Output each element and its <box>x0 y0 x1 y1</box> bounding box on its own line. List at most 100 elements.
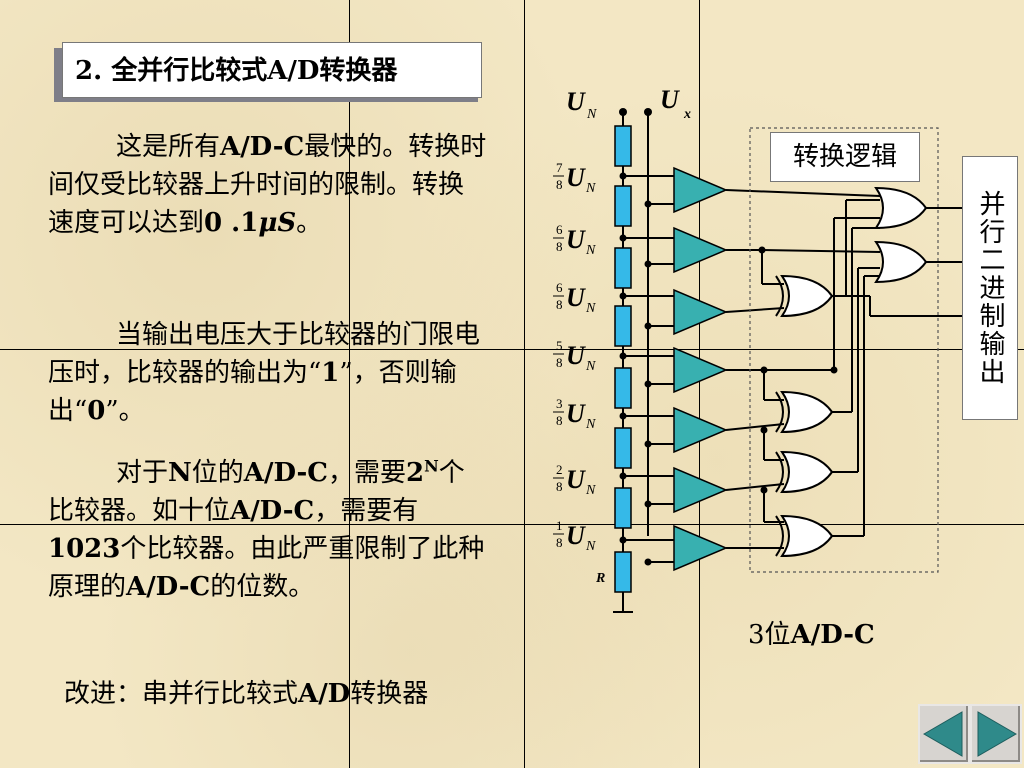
resistor <box>614 427 632 469</box>
xor-gate-2-curve <box>775 391 784 433</box>
slide-title: 2. 全并行比较式A/D转换器 <box>62 42 482 98</box>
junction-dot <box>619 172 627 180</box>
conversion-logic-label: 转换逻辑 <box>770 132 920 182</box>
paragraph-comparators: 对于N位的A/D-C，需要2N个比较器。如十位A/D-C，需要有1023个比较器… <box>48 456 485 602</box>
xor-gate-3-curve <box>775 451 784 493</box>
un-subscript: N <box>585 301 596 316</box>
un-subscript: N <box>585 243 596 258</box>
ux-terminal <box>644 108 652 116</box>
arrow-right-icon <box>977 711 1017 757</box>
junction-dot <box>760 486 768 494</box>
comparator <box>673 226 728 274</box>
junction-dot <box>644 260 652 268</box>
fraction-denominator: 8 <box>556 479 563 494</box>
xor-gate-4 <box>780 514 834 558</box>
wire <box>725 307 785 313</box>
resistor <box>614 185 632 227</box>
un-symbol: U <box>566 399 586 428</box>
fraction-numerator: 7 <box>556 160 563 175</box>
paragraph-output: 当输出电压大于比较器的门限电压时，比较器的输出为“1”，否则输出“0”。 <box>48 320 481 426</box>
xor-gate-1-curve <box>775 275 784 317</box>
xor-gate-2 <box>780 390 834 434</box>
arrow-left-icon <box>923 711 963 757</box>
comparator <box>673 346 728 394</box>
logic-boundary <box>749 127 939 573</box>
comparator <box>673 466 728 514</box>
guide-line-vertical <box>524 0 525 768</box>
fraction-denominator: 8 <box>556 355 563 370</box>
resistor <box>614 367 632 409</box>
fraction-denominator: 8 <box>556 297 563 312</box>
junction-dot <box>644 200 652 208</box>
comparator <box>673 406 728 454</box>
guide-line-vertical <box>699 0 700 768</box>
xor-gate-4-curve <box>775 515 784 557</box>
guide-line-horizontal <box>0 349 1024 350</box>
resistor <box>614 487 632 529</box>
fraction-numerator: 3 <box>556 396 563 411</box>
wire <box>725 189 881 197</box>
ux-symbol: U <box>660 85 680 114</box>
comparator <box>673 524 728 572</box>
fraction-numerator: 1 <box>556 518 563 533</box>
figure-caption: 3位A/D-C <box>748 620 875 650</box>
junction-dot <box>619 234 627 242</box>
fraction-denominator: 8 <box>556 535 563 550</box>
un-terminal <box>619 108 627 116</box>
parallel-binary-output-label: 并行二进制输出 <box>962 156 1018 420</box>
resistor <box>614 305 632 347</box>
junction-dot <box>644 322 652 330</box>
un-subscript: N <box>585 359 596 374</box>
un-subscript: N <box>585 539 596 554</box>
fraction-numerator: 2 <box>556 462 563 477</box>
xor-gate-1 <box>780 274 834 318</box>
comparator <box>673 288 728 336</box>
junction-dot <box>760 366 768 374</box>
r-label: R <box>595 571 605 586</box>
fraction-numerator: 6 <box>556 222 563 237</box>
fraction-denominator: 8 <box>556 413 563 428</box>
fraction-denominator: 8 <box>556 239 563 254</box>
ux-subscript: x <box>683 107 691 122</box>
next-slide-button[interactable] <box>970 704 1022 764</box>
comparator <box>673 166 728 214</box>
un-symbol: U <box>566 225 586 254</box>
resistor <box>614 247 632 289</box>
un-subscript: N <box>585 417 596 432</box>
junction-dot <box>619 292 627 300</box>
junction-dot <box>619 412 627 420</box>
un-top-subscript: N <box>586 107 597 122</box>
junction-dot <box>644 500 652 508</box>
junction-dot <box>644 558 652 566</box>
un-symbol: U <box>566 521 586 550</box>
junction-dot <box>830 366 838 374</box>
fraction-denominator: 8 <box>556 177 563 192</box>
improvement-note: 改进：串并行比较式A/D转换器 <box>64 679 429 709</box>
guide-line-vertical <box>349 0 350 768</box>
guide-line-horizontal <box>0 524 1024 525</box>
un-symbol: U <box>566 163 586 192</box>
fraction-numerator: 6 <box>556 280 563 295</box>
un-top-symbol: U <box>566 87 586 116</box>
junction-dot <box>644 380 652 388</box>
un-symbol: U <box>566 465 586 494</box>
junction-dot <box>758 246 766 254</box>
un-symbol: U <box>566 341 586 370</box>
or-gate-mid <box>874 240 928 284</box>
junction-dot <box>619 472 627 480</box>
wire <box>725 483 785 491</box>
junction-dot <box>644 440 652 448</box>
un-subscript: N <box>585 181 596 196</box>
wire <box>725 423 785 431</box>
junction-dot <box>619 536 627 544</box>
junction-dot <box>760 426 768 434</box>
junction-dot <box>619 352 627 360</box>
or-gate-msb <box>874 186 928 230</box>
wire <box>761 249 881 253</box>
xor-gate-3 <box>780 450 834 494</box>
resistor <box>614 125 632 167</box>
un-subscript: N <box>585 483 596 498</box>
resistor <box>614 551 632 593</box>
paragraph-speed: 这是所有A/D-C最快的。转换时间仅受比较器上升时间的限制。转换速度可以达到0 … <box>48 132 487 238</box>
prev-slide-button[interactable] <box>918 704 970 764</box>
